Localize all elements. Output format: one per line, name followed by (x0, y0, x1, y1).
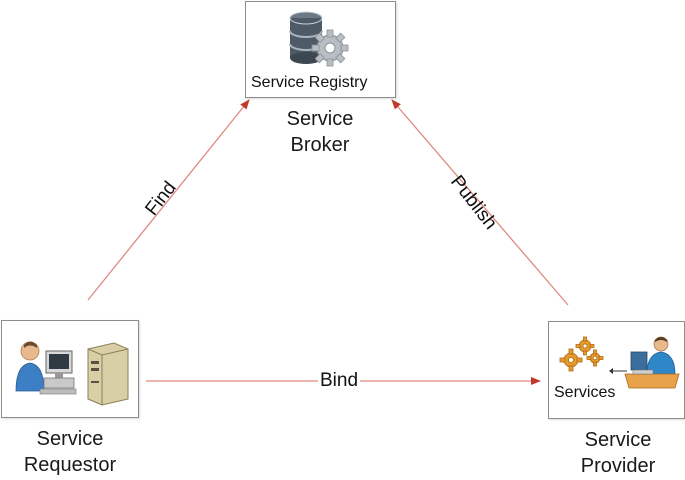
database-gear-icon (289, 11, 349, 67)
provider-icons (559, 336, 680, 389)
operator-at-desk-icon (624, 336, 680, 389)
find-arrow (87, 99, 250, 301)
broker-caption-line1: Service (286, 108, 354, 130)
services-label: Services (554, 384, 616, 401)
requestor-icons (15, 341, 129, 406)
requestor-caption: Service Requestor (0, 426, 140, 478)
server-tower-icon (87, 342, 129, 406)
service-registry-box: Service Registry (245, 1, 396, 98)
broker-caption: Service Broker (250, 106, 390, 158)
bind-label: Bind (318, 370, 361, 392)
user-at-computer-icon (15, 341, 77, 395)
requestor-caption-line1: Service (36, 428, 104, 450)
gears-icon (559, 336, 604, 372)
requestor-box (1, 320, 139, 418)
service-registry-label: Service Registry (251, 74, 368, 91)
requestor-caption-line2: Requestor (23, 454, 117, 476)
provider-box: Services (548, 321, 685, 419)
provider-caption-line2: Provider (580, 455, 656, 477)
provider-caption: Service Provider (548, 427, 685, 479)
publish-arrow (391, 99, 569, 306)
provider-caption-line1: Service (584, 429, 652, 451)
broker-caption-line2: Broker (290, 134, 350, 156)
